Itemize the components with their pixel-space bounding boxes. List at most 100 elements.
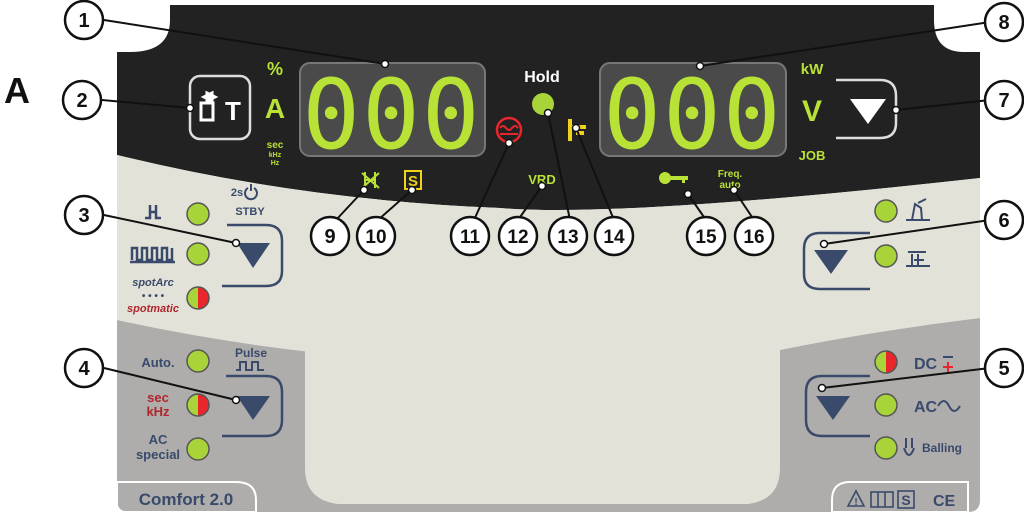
figure-label: A [4, 70, 30, 111]
warning-icon: ! [846, 489, 866, 508]
hold-label: Hold [524, 69, 560, 86]
svg-text:4: 4 [78, 358, 90, 380]
process-selector-bracket [222, 223, 284, 288]
light-control-panel [117, 155, 980, 365]
callout-12: 12 [497, 215, 539, 257]
svg-text:14: 14 [603, 227, 625, 248]
torch-mode-icon [199, 90, 219, 122]
led-ac-special [186, 437, 210, 461]
spotmatic-label: spotmatic [127, 303, 179, 315]
left-display-frame [299, 62, 486, 157]
cert-s-symbol: S [901, 492, 910, 508]
standby-icon [244, 184, 258, 201]
callout-13: 13 [547, 215, 589, 257]
cert-s-frame [897, 490, 915, 509]
tig-process-icon [145, 205, 161, 220]
svg-text:13: 13 [557, 227, 578, 248]
svg-text:6: 6 [998, 210, 1009, 232]
unit-amps: A [265, 93, 285, 124]
svg-text:1: 1 [78, 10, 89, 32]
hf-start-icon [361, 172, 380, 189]
torch-2t-icon [906, 198, 930, 221]
callout-leaders [101, 19, 991, 401]
torch-selector-bracket [802, 231, 870, 291]
led-sec-khz [186, 393, 210, 417]
callout-16: 16 [733, 215, 775, 257]
unit-kw: kW [801, 61, 824, 78]
led-dc [874, 350, 898, 374]
callout-9: 9 [309, 215, 351, 257]
callout-6: 6 [983, 199, 1024, 241]
callout-14: 14 [593, 215, 635, 257]
led-ac [874, 393, 898, 417]
ac-label: AC [149, 432, 168, 447]
led-torch-4t [874, 244, 898, 268]
pulse-selector-bracket [222, 374, 284, 438]
left-display-digits: 000 [302, 59, 481, 171]
svg-text:3: 3 [78, 205, 89, 227]
callout-8: 8 [983, 1, 1024, 43]
polarity-selector-bracket [804, 374, 870, 438]
standby-label: STBY [235, 206, 265, 218]
torch-selector-button[interactable] [814, 250, 848, 274]
unit-hz: Hz [271, 160, 280, 167]
ac-label-right: AC [914, 399, 938, 416]
pulse-label: Pulse [235, 346, 267, 360]
unit-khz: kHz [269, 152, 282, 159]
pulse-process-icon [130, 246, 175, 264]
torch-4t-icon [906, 251, 930, 267]
balling-label: Balling [922, 441, 962, 455]
dc-polarity-icon [943, 356, 953, 372]
led-tig [186, 202, 210, 226]
led-pulse [186, 242, 210, 266]
callout-5: 5 [983, 347, 1024, 389]
svg-text:5: 5 [998, 358, 1009, 380]
torch-mode-t-glyph: T [225, 96, 241, 126]
manual-icon [870, 491, 894, 508]
s-symbol: S [408, 173, 418, 190]
polarity-selector-button[interactable] [816, 396, 850, 420]
sec-label: sec [147, 390, 169, 405]
standby-2s-label: 2s [231, 187, 243, 199]
special-label: special [136, 447, 180, 462]
callout-15: 15 [685, 215, 727, 257]
torch-mode-button[interactable] [188, 74, 252, 141]
right-selector-button[interactable] [850, 99, 886, 124]
auto-label: Auto. [141, 355, 174, 370]
svg-text:15: 15 [695, 227, 717, 248]
pulse-wave-icon [236, 361, 264, 371]
unit-sec: sec [267, 140, 284, 151]
unit-volts: V [802, 95, 822, 128]
callout-7: 7 [983, 79, 1024, 121]
callout-endpoints [185, 59, 901, 405]
callout-3: 3 [63, 194, 105, 236]
led-torch-2t [874, 199, 898, 223]
spotarc-label: spotArc [132, 277, 174, 289]
dc-label: DC [914, 356, 938, 373]
model-label: Comfort 2.0 [139, 490, 233, 509]
svg-text:9: 9 [324, 226, 335, 248]
svg-text:10: 10 [365, 227, 386, 248]
freq-label: Freq. [718, 169, 743, 180]
svg-text:7: 7 [998, 90, 1009, 112]
svg-text:16: 16 [743, 227, 764, 248]
pulse-selector-button[interactable] [237, 396, 270, 420]
led-balling [874, 436, 898, 460]
callout-2: 2 [61, 79, 103, 121]
ac-wave-icon [937, 400, 961, 412]
key-icon [659, 172, 688, 184]
led-spot [186, 286, 210, 310]
unit-percent: % [267, 59, 283, 79]
svg-text:8: 8 [998, 12, 1009, 34]
model-label-tab [116, 481, 257, 513]
process-selector-button[interactable] [237, 243, 270, 268]
svg-text:12: 12 [507, 227, 528, 248]
right-display-digits: 000 [603, 59, 782, 171]
svg-text:!: ! [854, 497, 857, 508]
freq-auto-label: auto [719, 180, 740, 191]
callout-1: 1 [63, 0, 105, 41]
khz-label: kHz [146, 404, 170, 419]
cert-tab [831, 481, 969, 513]
callout-11: 11 [449, 215, 491, 257]
